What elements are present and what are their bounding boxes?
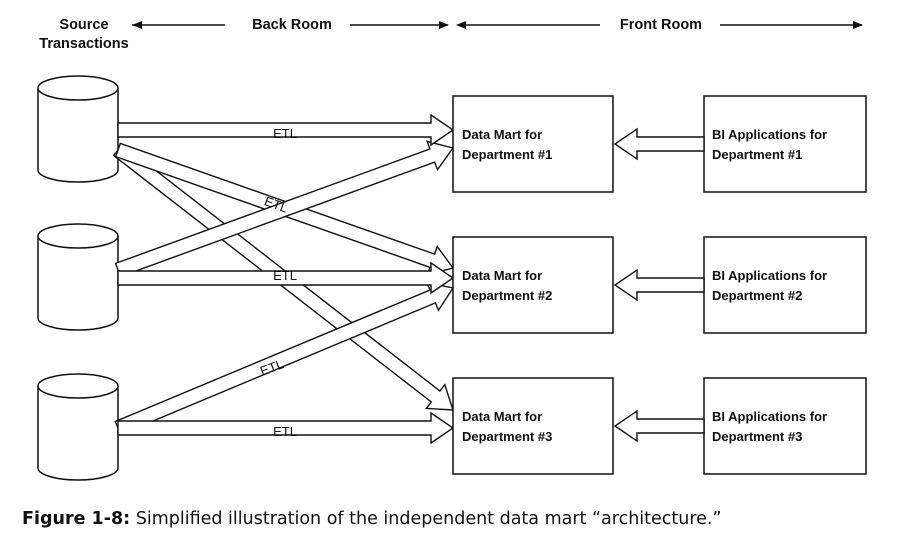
data-mart-1-line2: Department #1 xyxy=(462,147,552,162)
etl-label-src2-mart2: ETL xyxy=(273,268,297,283)
bi-applications-2-line1: BI Applications for xyxy=(712,268,827,283)
front-room-left-arrowhead xyxy=(456,21,466,29)
data-mart-2-line1: Data Mart for xyxy=(462,268,542,283)
source-database-1 xyxy=(37,75,119,183)
etl-arrow-src3-to-mart3 xyxy=(117,411,455,445)
data-mart-3: Data Mart for Department #3 xyxy=(452,377,614,475)
etl-arrow-src2-to-mart2 xyxy=(117,261,455,295)
figure-caption-text: Simplified illustration of the independe… xyxy=(135,509,722,529)
data-mart-1-line1: Data Mart for xyxy=(462,127,542,142)
bi-applications-1: BI Applications for Department #1 xyxy=(703,95,867,193)
data-mart-2: Data Mart for Department #2 xyxy=(452,236,614,334)
bi-applications-1-line1: BI Applications for xyxy=(712,127,827,142)
etl-arrow-src3-to-mart2 xyxy=(114,281,455,436)
data-mart-3-line1: Data Mart for xyxy=(462,409,542,424)
source-database-2 xyxy=(37,223,119,331)
etl-arrow-src2-to-mart1 xyxy=(114,140,455,278)
bi-arrow-1 xyxy=(613,127,705,161)
etl-label-src3-mart3: ETL xyxy=(273,424,297,439)
etl-arrows xyxy=(112,113,455,445)
back-room-header: Back Room xyxy=(252,17,332,33)
bi-applications-3-line2: Department #3 xyxy=(712,429,802,444)
bi-applications-3-line1: BI Applications for xyxy=(712,409,827,424)
bi-to-mart-arrows xyxy=(613,127,705,443)
bi-arrow-3 xyxy=(613,409,705,443)
etl-arrow-src1-to-mart1 xyxy=(117,113,455,147)
bi-applications-3: BI Applications for Department #3 xyxy=(703,377,867,475)
data-mart-3-line2: Department #3 xyxy=(462,429,552,444)
bi-arrow-2 xyxy=(613,268,705,302)
data-mart-2-line2: Department #2 xyxy=(462,288,552,303)
bi-applications-2-line2: Department #2 xyxy=(712,288,802,303)
front-room-header: Front Room xyxy=(620,17,702,33)
bi-applications-1-line2: Department #1 xyxy=(712,147,802,162)
data-mart-1: Data Mart for Department #1 xyxy=(452,95,614,193)
figure-caption: Figure 1-8: Simplified illustration of t… xyxy=(22,509,892,529)
source-transactions-header-line1: Source xyxy=(59,17,108,33)
source-database-3 xyxy=(37,373,119,481)
source-transactions-header-line2: Transactions xyxy=(39,36,128,52)
etl-label-src1-mart1: ETL xyxy=(273,126,297,141)
back-room-left-arrowhead xyxy=(132,21,142,29)
figure-number: Figure 1-8: xyxy=(22,509,131,529)
bi-applications-2: BI Applications for Department #2 xyxy=(703,236,867,334)
